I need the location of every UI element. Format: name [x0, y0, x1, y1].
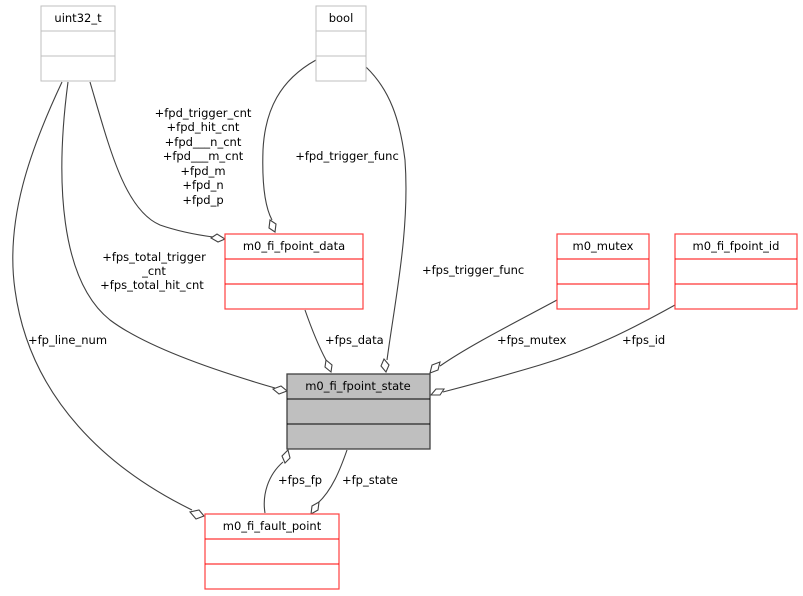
edge-label: +fps_data [325, 333, 384, 347]
edge-label: +fpd_trigger_cnt [155, 106, 252, 120]
aggregation-diamond-icon [429, 388, 446, 396]
aggregation-diamond-icon [268, 219, 277, 233]
edge-label: +fpd___m_cnt [163, 149, 244, 163]
aggregation-diamond-icon [281, 448, 291, 464]
edge-label: +fpd_m [180, 164, 225, 178]
node-m0-fi-fpoint-state[interactable]: m0_fi_fpoint_state [286, 373, 431, 450]
edge-uint32-to-fault-point[interactable] [12, 81, 193, 511]
edges [12, 59, 676, 520]
edge-label: +fps_total_hit_cnt [100, 278, 204, 292]
aggregation-diamond-icon [209, 233, 227, 243]
edge-mutex-to-fpoint-state[interactable] [439, 299, 558, 367]
node-title: m0_fi_fpoint_id [693, 239, 780, 253]
node-m0-fi-fpoint-id[interactable]: m0_fi_fpoint_id [674, 233, 798, 310]
node-m0-mutex[interactable]: m0_mutex [556, 233, 650, 310]
edge-label: +fpd___n_cnt [165, 135, 242, 149]
aggregation-diamond-icon [324, 358, 333, 374]
node-title: uint32_t [54, 11, 102, 25]
edge-bool-to-fpoint-state[interactable] [365, 66, 407, 361]
edge-fpoint-state-to-fault-point[interactable] [317, 449, 348, 504]
edge-label: +fp_state [342, 473, 398, 487]
node-uint32-t[interactable]: uint32_t [40, 5, 116, 82]
edge-label: +fps_total_trigger [102, 250, 206, 264]
edge-uint32-to-fpoint-state[interactable] [61, 81, 276, 389]
edge-label: +fp_line_num [28, 333, 107, 347]
node-title: m0_fi_fpoint_state [305, 379, 411, 393]
node-m0-fi-fault-point[interactable]: m0_fi_fault_point [204, 513, 340, 590]
edge-bool-to-fpoint-data[interactable] [262, 59, 317, 221]
aggregation-diamond-icon [380, 357, 390, 374]
edge-label: +fpd_trigger_func [295, 149, 399, 163]
node-title: bool [329, 11, 354, 25]
edge-labels: +fpd_trigger_cnt +fpd_hit_cnt +fpd___n_c… [28, 106, 665, 487]
edge-label: +fpd_hit_cnt [167, 120, 240, 134]
node-title: m0_fi_fpoint_data [243, 239, 345, 253]
edge-label: +fps_id [622, 333, 665, 347]
edge-label: +fpd_n [182, 178, 223, 192]
edge-label: +fpd_p [182, 193, 223, 207]
edge-label: _cnt [141, 264, 166, 278]
edge-label: +fps_fp [278, 473, 322, 487]
edge-label: +fps_trigger_func [422, 263, 524, 277]
node-m0-fi-fpoint-data[interactable]: m0_fi_fpoint_data [224, 233, 364, 310]
aggregation-diamond-icon [271, 385, 289, 395]
node-title: m0_mutex [573, 239, 634, 253]
aggregation-diamond-icon [429, 361, 441, 374]
edge-fpoint-data-to-fpoint-state[interactable] [304, 309, 327, 361]
aggregation-diamond-icon [310, 500, 320, 516]
aggregation-diamond-icon [188, 509, 205, 520]
edge-label: +fps_mutex [497, 333, 567, 347]
edge-fault-point-to-fpoint-state[interactable] [263, 461, 284, 514]
node-title: m0_fi_fault_point [223, 519, 322, 533]
edge-uint32-to-fpoint-data[interactable] [89, 81, 214, 238]
node-bool[interactable]: bool [315, 5, 367, 82]
edge-fpoint-id-to-fpoint-state[interactable] [442, 304, 676, 393]
